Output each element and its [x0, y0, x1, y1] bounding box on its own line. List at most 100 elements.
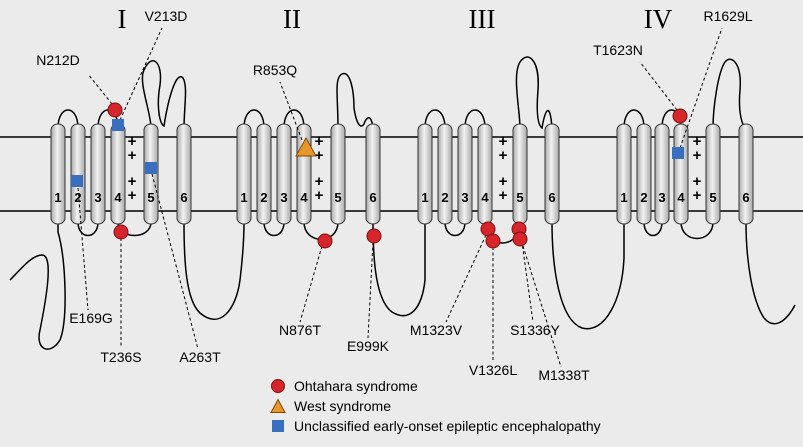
- segment-number: 6: [180, 190, 187, 205]
- ohtahara-marker-icon: [512, 231, 528, 247]
- leader-line: [445, 234, 487, 323]
- segment-III-4: 4: [477, 123, 493, 225]
- legend-item-west: West syndrome: [270, 396, 601, 416]
- ohtahara-marker-icon: [485, 233, 501, 249]
- legend-label-ohtahara: Ohtahara syndrome: [294, 378, 418, 394]
- west-marker-icon: [270, 398, 286, 413]
- segment-IV-3: 3: [654, 123, 670, 225]
- mutation-label: V1326L: [469, 362, 517, 378]
- leader-line: [520, 234, 534, 323]
- mutation-label: M1338T: [538, 367, 590, 383]
- leader-line: [77, 187, 89, 311]
- mutation-E999K: E999K: [347, 228, 390, 354]
- leader-line: [679, 27, 723, 149]
- leader-line: [279, 81, 303, 141]
- positive-charge-icon: +: [315, 147, 324, 164]
- legend-item-unclassified: Unclassified early-onset epileptic encep…: [270, 416, 601, 436]
- legend: Ohtahara syndrome West syndrome Unclassi…: [270, 376, 601, 436]
- segment-III-1: 1: [417, 123, 433, 225]
- positive-charge-icon: +: [693, 173, 702, 190]
- positive-charge-icon: +: [128, 147, 137, 164]
- segment-number: 1: [54, 190, 61, 205]
- segment-number: 2: [640, 190, 647, 205]
- segment-IV-1: 1: [616, 123, 632, 225]
- positive-charge-icon: +: [499, 187, 508, 204]
- mutation-label: M1323V: [410, 322, 463, 338]
- positive-charge-icon: +: [128, 173, 137, 190]
- ohtahara-marker-icon: [271, 379, 285, 393]
- segment-number: 4: [300, 190, 308, 205]
- mutation-label: N212D: [36, 52, 80, 68]
- ohtahara-marker-icon: [366, 228, 382, 244]
- positive-charge-icon: +: [499, 147, 508, 164]
- segment-number: 6: [548, 190, 555, 205]
- segment-number: 5: [147, 190, 154, 205]
- segment-II-5: 5: [330, 123, 346, 225]
- mutation-label: E999K: [347, 338, 390, 354]
- positive-charge-icon: +: [315, 133, 324, 150]
- mutation-label: V213D: [145, 8, 188, 24]
- positive-charge-icon: +: [128, 133, 137, 150]
- segment-I-3: 3: [90, 123, 106, 225]
- mutation-label: R853Q: [253, 62, 297, 78]
- segment-number: 3: [94, 190, 101, 205]
- segment-II-2: 2: [256, 123, 272, 225]
- segment-number: 3: [658, 190, 665, 205]
- legend-label-west: West syndrome: [294, 398, 391, 414]
- positive-charge-icon: +: [693, 187, 702, 204]
- segment-number: 1: [421, 190, 428, 205]
- mutation-N876T: N876T: [279, 233, 333, 338]
- segment-number: 1: [240, 190, 247, 205]
- unclassified-marker-icon: [112, 119, 124, 131]
- segment-number: 5: [709, 190, 716, 205]
- segment-II-1: 1: [236, 123, 252, 225]
- ohtahara-marker-icon: [113, 224, 129, 240]
- mutation-M1323V: M1323V: [410, 221, 496, 338]
- mutation-label: S1336Y: [510, 322, 560, 338]
- positive-charge-icon: +: [128, 187, 137, 204]
- segment-IV-2: 2: [636, 123, 652, 225]
- segment-number: 3: [280, 190, 287, 205]
- segment-II-6: 6: [365, 123, 381, 225]
- segment-number: 4: [481, 190, 489, 205]
- segment-number: 5: [334, 190, 341, 205]
- unclassified-marker-icon: [272, 420, 284, 432]
- mutation-R1629L: R1629L: [672, 8, 753, 159]
- leader-line: [299, 245, 323, 323]
- mutation-R853Q: R853Q: [253, 62, 317, 157]
- segment-number: 2: [260, 190, 267, 205]
- positive-charge-icon: +: [499, 133, 508, 150]
- leader-line: [87, 73, 113, 105]
- segment-II-3: 3: [276, 123, 292, 225]
- ohtahara-marker-icon: [107, 102, 123, 118]
- segment-number: 4: [114, 190, 122, 205]
- mutation-V213D: V213D: [112, 8, 187, 131]
- mutation-label: T1623N: [593, 42, 643, 58]
- leader-line: [639, 61, 678, 111]
- segment-IV-5: 5: [705, 123, 721, 225]
- domain-label-II: II: [283, 4, 301, 34]
- mutation-label: N876T: [279, 322, 321, 338]
- ohtahara-marker-icon: [672, 108, 688, 124]
- positive-charge-icon: +: [693, 133, 702, 150]
- segment-number: 4: [677, 190, 685, 205]
- segment-III-3: 3: [457, 123, 473, 225]
- mutation-label: T236S: [100, 349, 141, 365]
- domain-label-IV: IV: [644, 4, 673, 34]
- mutation-A263T: A263T: [145, 162, 221, 365]
- mutation-label: A263T: [179, 349, 221, 365]
- s4-charge-marks: ++++++++++++++++: [128, 133, 702, 204]
- segment-III-2: 2: [437, 123, 453, 225]
- segment-I-6: 6: [176, 123, 192, 225]
- positive-charge-icon: +: [315, 187, 324, 204]
- leader-line: [367, 241, 374, 339]
- mutation-M1338T: M1338T: [512, 231, 590, 383]
- segment-III-5: 5: [512, 123, 528, 225]
- west-marker-icon: [295, 136, 317, 157]
- leader-line: [151, 173, 199, 350]
- segment-IV-4: 4: [673, 123, 689, 225]
- segment-number: 5: [516, 190, 523, 205]
- segment-number: 3: [461, 190, 468, 205]
- segment-number: 6: [369, 190, 376, 205]
